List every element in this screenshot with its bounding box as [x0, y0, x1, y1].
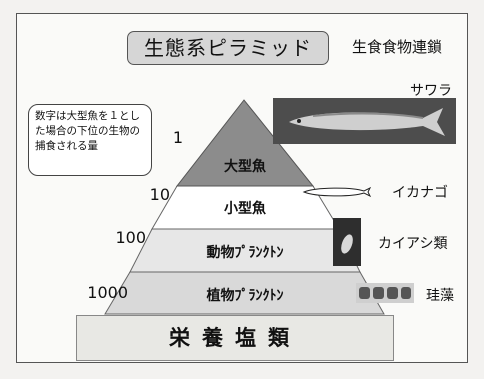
layer-label-large-fish: 大型魚	[224, 159, 266, 175]
ikanago-illustration	[302, 186, 372, 198]
diatom-photo	[356, 283, 414, 303]
organism-label-copepod: カイアシ類	[378, 236, 448, 252]
layer-label-phytoplankton: 植物ﾌﾟﾗﾝｸﾄﾝ	[206, 288, 284, 304]
diagram-title: 生態系ピラミッド	[127, 31, 329, 65]
layer-number-large-fish: 1	[172, 128, 183, 147]
layer-label-small-fish: 小型魚	[224, 201, 266, 217]
sawara-photo	[273, 98, 456, 144]
organism-label-sawara: サワラ	[410, 83, 452, 99]
explanation-note: 数字は大型魚を１とした場合の下位の生物の捕食される量	[28, 104, 152, 176]
layer-number-phytoplankton: 1000	[87, 283, 128, 302]
layer-number-small-fish: 10	[149, 185, 170, 204]
diagram-subtitle: 生食食物連鎖	[352, 38, 443, 56]
layer-label-zooplankton: 動物ﾌﾟﾗﾝｸﾄﾝ	[206, 245, 284, 261]
organism-label-diatom: 珪藻	[426, 288, 454, 304]
layer-number-zooplankton: 100	[115, 228, 146, 247]
copepod-photo	[333, 218, 361, 266]
organism-label-ikanago: イカナゴ	[392, 185, 448, 201]
nutrients-base: 栄養塩類	[76, 315, 394, 361]
